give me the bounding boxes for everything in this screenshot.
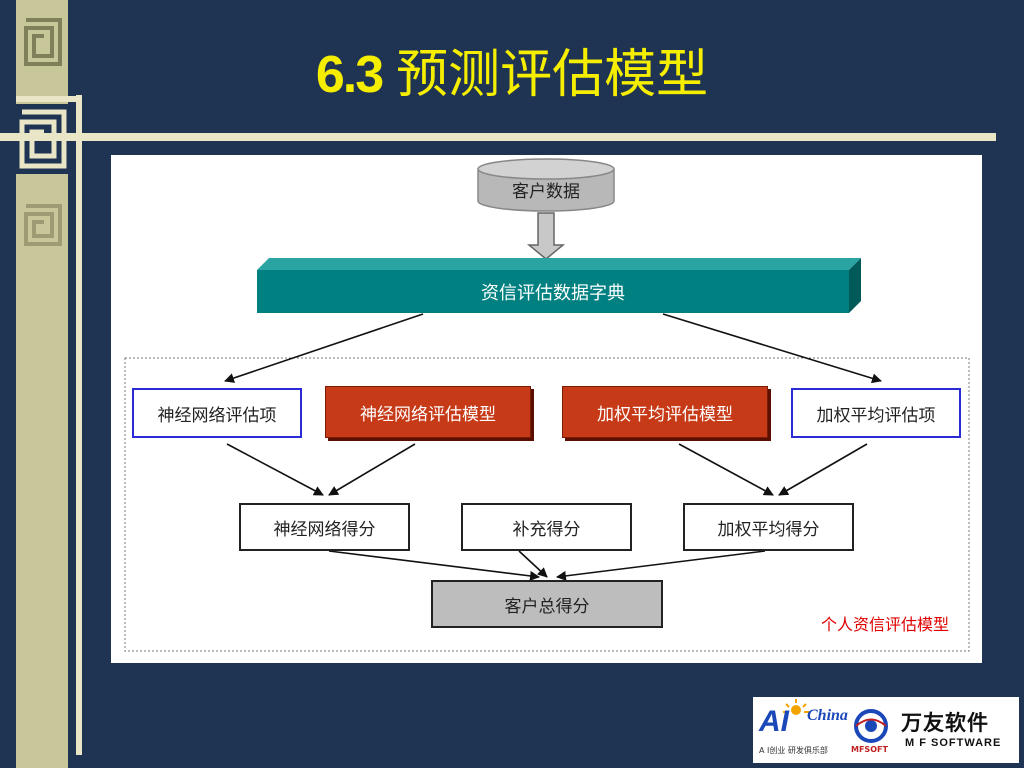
diagram-caption: 个人资信评估模型 — [820, 615, 949, 634]
dictionary-top-face — [257, 258, 861, 270]
sun-icon — [783, 699, 809, 715]
node-wa-eval-model: 加权平均评估模型 — [562, 386, 768, 438]
company-name-en: M F SOFTWARE — [905, 737, 1002, 749]
database-cylinder — [477, 158, 615, 212]
diagram-connectors — [124, 158, 970, 652]
arrow-wa-model-to-score — [678, 443, 774, 496]
node-wa-score: 加权平均得分 — [683, 503, 854, 551]
mfsoft-logo-text: MFSOFT — [851, 745, 888, 754]
diagram-panel: 客户数据 资信评估数据字典 神经网络评估项 神经网络评估模型 加权平均评估模型 … — [111, 155, 982, 663]
arrow-nn-model-to-score — [328, 443, 416, 496]
title-text: 预测评估模型 — [396, 45, 709, 105]
node-wa-eval-item: 加权平均评估项 — [791, 388, 961, 438]
left-decoration — [0, 0, 86, 768]
decor-hline — [16, 96, 76, 102]
title-divider — [0, 133, 996, 141]
arrow-dict-to-nn-item — [224, 313, 424, 383]
china-logo-text: China — [807, 707, 848, 724]
fret-ornament-icon — [20, 12, 66, 72]
block-arrow-down — [526, 212, 566, 260]
node-nn-eval-model: 神经网络评估模型 — [325, 386, 531, 438]
node-customer-data: 客户数据 — [512, 182, 580, 202]
company-name: 万友软件 — [901, 711, 989, 735]
arrow-wa-score-to-total — [556, 550, 766, 581]
mfsoft-eye-icon — [854, 709, 888, 743]
arrow-wa-item-to-score — [778, 443, 868, 496]
arrow-extra-score-to-total — [518, 550, 548, 578]
arrow-nn-item-to-score — [226, 443, 324, 496]
node-customer-total-score: 客户总得分 — [431, 580, 663, 628]
node-nn-eval-item: 神经网络评估项 — [132, 388, 302, 438]
title-number: 6.3 — [315, 46, 384, 104]
ai-logo-text: AI — [759, 705, 789, 738]
fret-ornament-icon — [20, 200, 66, 250]
arrow-nn-score-to-total — [328, 550, 540, 581]
group-frame — [124, 357, 970, 652]
node-nn-score: 神经网络得分 — [239, 503, 410, 551]
arrow-dict-to-wa-item — [662, 313, 882, 384]
sponsor-logos: AI China A I创业 研发俱乐部 MFSOFT 万友软件 M F SOF… — [753, 697, 1019, 763]
node-extra-score: 补充得分 — [461, 503, 632, 551]
node-credit-dictionary: 资信评估数据字典 — [257, 270, 849, 313]
ai-logo-subtitle: A I创业 研发俱乐部 — [759, 746, 828, 755]
decor-band-line — [76, 95, 82, 755]
dictionary-side-face — [849, 258, 861, 313]
decor-band-gap — [68, 0, 74, 768]
